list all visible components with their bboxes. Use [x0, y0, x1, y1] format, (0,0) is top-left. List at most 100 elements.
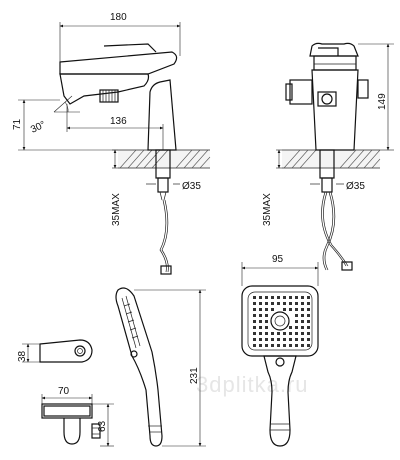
nozzle — [295, 320, 298, 323]
faucet-front-view — [59, 43, 211, 275]
nozzle — [259, 344, 262, 347]
holder-38-label: 38 — [17, 350, 28, 362]
nozzle — [301, 320, 304, 323]
nozzle — [289, 326, 292, 329]
nozzle — [259, 326, 262, 329]
nozzle — [259, 314, 262, 317]
nozzle — [301, 314, 304, 317]
nozzle — [271, 332, 274, 335]
dimension-spout-angle: 30° — [29, 95, 80, 136]
deck-35max-side-label: 35MAX — [262, 193, 273, 226]
nozzle — [253, 302, 256, 305]
nozzle — [289, 308, 292, 311]
nozzle — [301, 326, 304, 329]
width-180-label: 180 — [110, 12, 127, 23]
nozzle — [265, 326, 268, 329]
dimension-deck-max-side: 35MAX — [262, 149, 282, 226]
nozzle — [295, 338, 298, 341]
nozzle — [301, 302, 304, 305]
nozzle — [259, 338, 262, 341]
nozzle — [265, 344, 268, 347]
nozzle — [283, 308, 286, 311]
nozzle — [277, 296, 280, 299]
nozzle — [283, 296, 286, 299]
dimension-hand-shower-length: 231 — [134, 289, 206, 447]
nozzle — [307, 308, 310, 311]
nozzle — [265, 338, 268, 341]
holder-bottom-view — [41, 403, 101, 445]
nozzle — [289, 338, 292, 341]
nozzle — [307, 314, 310, 317]
nozzle — [265, 296, 268, 299]
nozzle — [307, 344, 310, 347]
holder-side-view — [39, 339, 93, 363]
nozzle — [265, 320, 268, 323]
angle-30-label: 30° — [29, 119, 47, 135]
dimension-faucet-width: 180 — [59, 12, 181, 62]
nozzle — [259, 332, 262, 335]
nozzle — [283, 338, 286, 341]
nozzle — [283, 344, 286, 347]
nozzle — [253, 308, 256, 311]
nozzle — [295, 302, 298, 305]
nozzle — [307, 332, 310, 335]
dimension-deck-max-front: 35MAX — [111, 149, 122, 226]
nozzle — [253, 332, 256, 335]
deck-hatch-front — [118, 149, 211, 169]
nozzle — [277, 344, 280, 347]
nozzle — [277, 302, 280, 305]
nozzle — [295, 332, 298, 335]
nozzle — [259, 320, 262, 323]
dimension-holder-depth: 70 — [41, 386, 93, 404]
hole-diameter-side-label: Ø35 — [346, 181, 365, 192]
dimension-holder-height: 38 — [17, 343, 40, 363]
nozzle — [295, 344, 298, 347]
nozzle — [295, 308, 298, 311]
nozzle — [253, 344, 256, 347]
nozzle — [307, 296, 310, 299]
nozzle — [283, 302, 286, 305]
nozzle — [259, 296, 262, 299]
holder-70-label: 70 — [58, 386, 70, 397]
nozzle — [271, 344, 274, 347]
dimension-spout-reach: 136 — [66, 104, 164, 150]
hole-diameter-front-label: Ø35 — [182, 181, 201, 192]
faucet-side-view — [282, 42, 381, 271]
holder-63-label: 63 — [97, 420, 108, 432]
hand-shower-side-view — [115, 287, 163, 447]
nozzle — [253, 320, 256, 323]
nozzle — [289, 302, 292, 305]
nozzle — [289, 344, 292, 347]
nozzle — [259, 308, 262, 311]
dimension-spout-height: 71 — [12, 99, 118, 151]
width-95-label: 95 — [272, 254, 284, 265]
nozzle — [253, 314, 256, 317]
nozzle — [289, 332, 292, 335]
nozzle — [307, 320, 310, 323]
nozzle — [277, 332, 280, 335]
nozzle — [301, 338, 304, 341]
nozzle — [253, 338, 256, 341]
nozzle — [295, 326, 298, 329]
nozzle — [277, 338, 280, 341]
nozzle — [295, 296, 298, 299]
nozzle — [265, 314, 268, 317]
nozzle — [259, 302, 262, 305]
nozzle — [253, 296, 256, 299]
watermark: 3dplitka.ru — [196, 372, 309, 397]
dimension-holder-base: 63 — [92, 403, 114, 447]
dimension-head-width: 95 — [241, 254, 319, 286]
deck-35max-front-label: 35MAX — [111, 193, 122, 226]
deck-hatch-side — [282, 149, 381, 169]
dimension-side-height: 149 — [358, 43, 394, 151]
height-149-label: 149 — [377, 93, 388, 110]
nozzle — [301, 308, 304, 311]
nozzle — [253, 326, 256, 329]
length-231-label: 231 — [189, 367, 200, 384]
nozzle — [271, 296, 274, 299]
nozzle — [271, 338, 274, 341]
nozzle — [289, 296, 292, 299]
reach-136-label: 136 — [110, 116, 127, 127]
nozzle — [295, 314, 298, 317]
nozzle — [265, 308, 268, 311]
